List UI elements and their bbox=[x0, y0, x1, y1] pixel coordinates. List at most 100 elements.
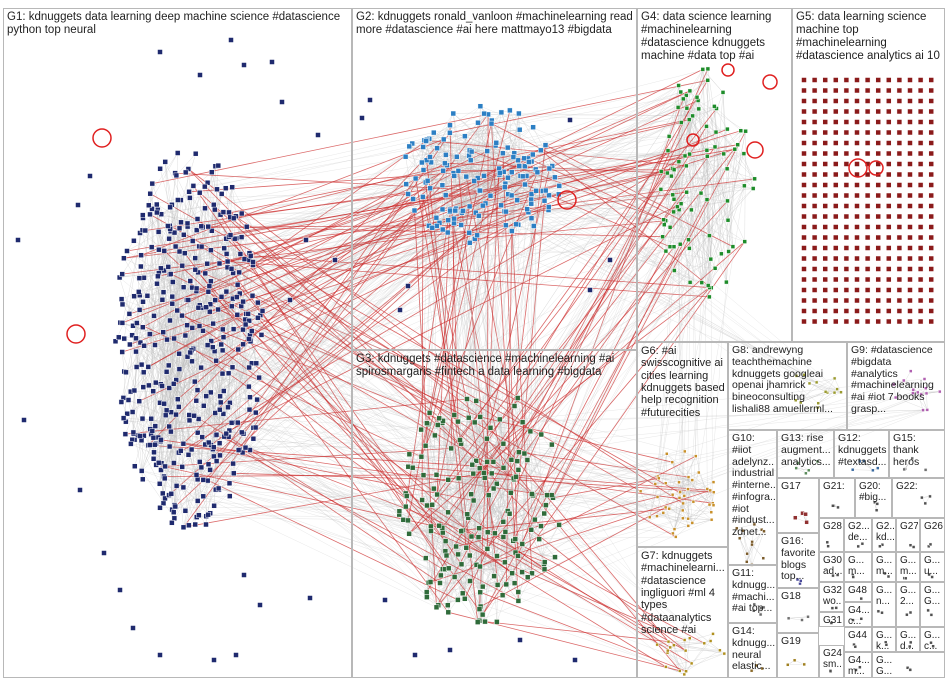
edge-between bbox=[199, 172, 668, 463]
node bbox=[229, 303, 235, 310]
edge-between bbox=[216, 434, 410, 455]
edge-between bbox=[187, 356, 429, 425]
edge-between-highlight bbox=[139, 206, 549, 402]
node bbox=[210, 320, 216, 327]
edge bbox=[685, 650, 721, 672]
edge-between bbox=[163, 194, 673, 333]
edge bbox=[686, 165, 690, 249]
edge-between-highlight bbox=[552, 131, 746, 498]
node bbox=[187, 349, 194, 356]
node bbox=[153, 379, 159, 386]
edge-between-highlight bbox=[199, 192, 534, 496]
edge-between bbox=[518, 224, 835, 393]
node bbox=[186, 189, 192, 195]
node bbox=[119, 349, 125, 355]
edge bbox=[657, 644, 671, 648]
node bbox=[238, 234, 245, 240]
node bbox=[255, 315, 261, 321]
edge-between-highlight bbox=[447, 144, 739, 513]
edge bbox=[788, 618, 803, 621]
node bbox=[193, 285, 200, 292]
node bbox=[234, 281, 241, 288]
edge-between bbox=[233, 328, 400, 515]
edge-between bbox=[442, 253, 722, 421]
node bbox=[149, 206, 155, 212]
edge-between-highlight bbox=[531, 529, 686, 651]
node bbox=[140, 384, 147, 390]
node bbox=[179, 464, 185, 470]
node bbox=[245, 311, 251, 317]
edge-between bbox=[224, 436, 506, 533]
edge-between bbox=[522, 409, 928, 423]
edge bbox=[818, 391, 826, 404]
edge bbox=[189, 363, 252, 421]
edge-between bbox=[453, 223, 462, 444]
edge-between bbox=[480, 592, 685, 675]
edge-between bbox=[253, 153, 745, 439]
edge bbox=[640, 491, 664, 514]
edge-between bbox=[511, 200, 728, 574]
edge-between-highlight bbox=[216, 178, 416, 462]
group-label-g24: G24: sm... bbox=[823, 648, 842, 671]
edge bbox=[687, 488, 713, 504]
edge-between bbox=[524, 453, 688, 490]
edge bbox=[682, 510, 689, 526]
edge-between-highlight bbox=[149, 214, 641, 492]
edge-between bbox=[485, 168, 728, 204]
edge-between bbox=[459, 287, 710, 441]
edge bbox=[457, 421, 528, 461]
edge bbox=[453, 113, 470, 207]
edge bbox=[673, 645, 687, 672]
node bbox=[150, 456, 157, 462]
edge-between-highlight bbox=[228, 212, 684, 504]
edge-between-highlight bbox=[233, 472, 449, 481]
node bbox=[235, 447, 242, 453]
node bbox=[223, 288, 230, 295]
edge-between bbox=[483, 123, 492, 473]
edge bbox=[148, 360, 217, 446]
edge bbox=[704, 643, 720, 651]
group-label-g48: G48 bbox=[848, 585, 867, 596]
node bbox=[161, 475, 168, 482]
node bbox=[158, 437, 164, 443]
edge bbox=[726, 144, 738, 283]
edge bbox=[438, 540, 514, 606]
node bbox=[167, 271, 174, 277]
group-label-g25: G2... kd... bbox=[876, 521, 894, 544]
edge-between bbox=[476, 393, 927, 565]
edge-between-highlight bbox=[482, 241, 746, 615]
edge-between bbox=[474, 146, 716, 182]
node bbox=[198, 223, 205, 230]
edge-between-highlight bbox=[163, 270, 455, 416]
edge bbox=[471, 536, 495, 577]
edge-between bbox=[532, 68, 709, 496]
edge bbox=[751, 668, 763, 671]
edge-between-highlight bbox=[262, 187, 431, 312]
edge-between bbox=[445, 107, 679, 196]
node bbox=[112, 338, 119, 345]
node bbox=[169, 520, 175, 526]
edge-between bbox=[189, 190, 480, 199]
edge-between bbox=[223, 211, 664, 220]
edge bbox=[148, 152, 178, 206]
edge-between bbox=[541, 434, 692, 664]
node bbox=[170, 509, 177, 515]
edge bbox=[460, 419, 500, 444]
edge-between bbox=[479, 517, 650, 567]
node bbox=[166, 235, 172, 242]
edge-between bbox=[183, 138, 430, 488]
node bbox=[131, 387, 138, 394]
edge-between bbox=[524, 158, 663, 237]
node bbox=[192, 266, 199, 273]
edge-between-highlight bbox=[181, 315, 444, 422]
node bbox=[150, 434, 157, 441]
node bbox=[138, 468, 145, 474]
node bbox=[202, 183, 208, 190]
edge bbox=[903, 380, 926, 389]
node bbox=[220, 326, 226, 333]
edge-between bbox=[451, 287, 710, 449]
node bbox=[194, 498, 201, 504]
node bbox=[199, 434, 205, 440]
edge-between bbox=[211, 230, 507, 585]
node bbox=[179, 312, 185, 319]
